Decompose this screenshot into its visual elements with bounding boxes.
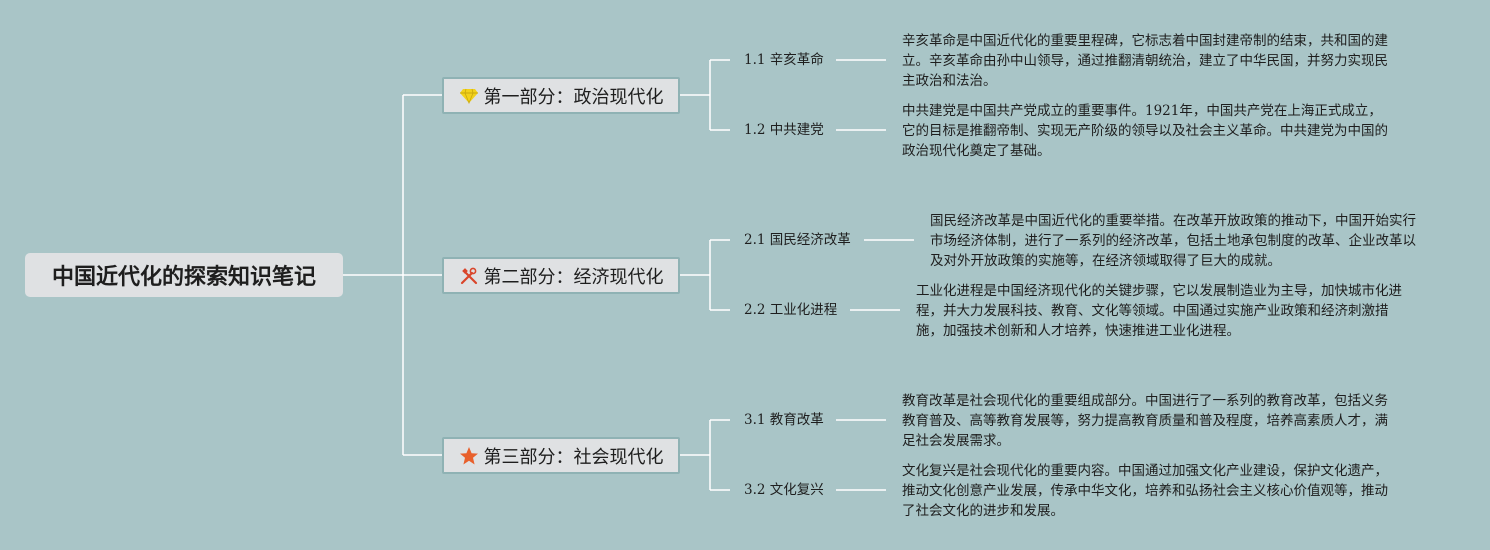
description-2-2[interactable]: 工业化进程是中国经济现代化的关键步骤，它以发展制造业为主导，加快城市化进程，并大…: [916, 283, 1402, 339]
root-title: 中国近代化的探索知识笔记: [51, 265, 316, 290]
description-1-1[interactable]: 辛亥革命是中国近代化的重要里程碑，它标志着中国封建帝制的结束，共和国的建立。辛亥…: [902, 33, 1388, 89]
subtopic-2-2[interactable]: 2.2 工业化进程: [744, 302, 838, 318]
topic-part-3[interactable]: 第三部分：社会现代化: [442, 437, 680, 474]
root-topic[interactable]: 中国近代化的探索知识笔记: [25, 253, 343, 297]
subtopic-2-1[interactable]: 2.1 国民经济改革: [744, 232, 851, 248]
part-2-title: 第二部分：经济现代化: [483, 266, 664, 288]
subtopic-1-2[interactable]: 1.2 中共建党: [744, 122, 824, 138]
diamond-icon: [459, 86, 479, 106]
description-2-1[interactable]: 国民经济改革是中国近代化的重要举措。在改革开放政策的推动下，中国开始实行市场经济…: [930, 213, 1416, 269]
description-3-2[interactable]: 文化复兴是社会现代化的重要内容。中国通过加强文化产业建设，保护文化遗产，推动文化…: [902, 463, 1388, 519]
topic-part-2[interactable]: 第二部分：经济现代化: [442, 257, 680, 294]
part-1-title: 第一部分：政治现代化: [483, 86, 664, 108]
star-icon: [459, 446, 479, 466]
subtopic-3-1[interactable]: 3.1 教育改革: [744, 412, 824, 428]
part-3-title: 第三部分：社会现代化: [483, 446, 664, 468]
subtopic-3-2[interactable]: 3.2 文化复兴: [744, 482, 824, 498]
tools-icon: [459, 266, 479, 286]
topic-part-1[interactable]: 第一部分：政治现代化: [442, 77, 680, 114]
description-3-1[interactable]: 教育改革是社会现代化的重要组成部分。中国进行了一系列的教育改革，包括义务教育普及…: [902, 393, 1388, 449]
subtopic-1-1[interactable]: 1.1 辛亥革命: [744, 52, 824, 68]
description-1-2[interactable]: 中共建党是中国共产党成立的重要事件。1921年，中国共产党在上海正式成立，它的目…: [902, 103, 1388, 159]
